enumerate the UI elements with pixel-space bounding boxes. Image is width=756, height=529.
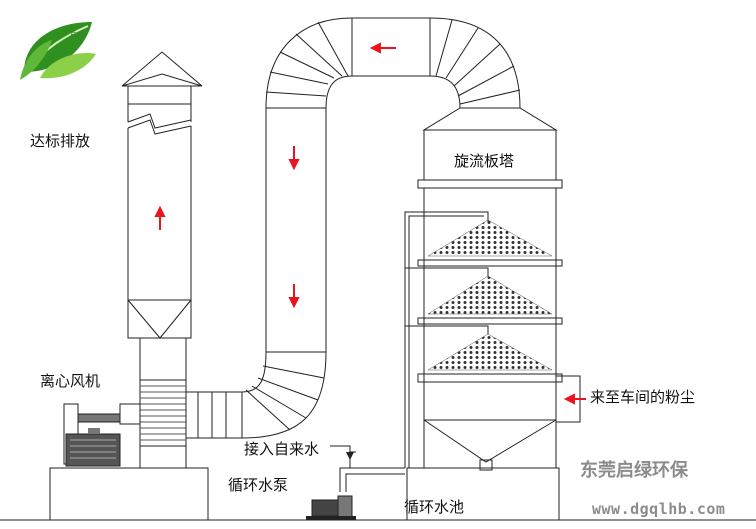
flow-arrows	[154, 42, 586, 405]
label-water-inlet: 接入自来水	[244, 440, 320, 458]
spin-plate-beds	[427, 219, 553, 371]
arrow-left-icon	[563, 393, 586, 405]
leaf-logo-icon	[20, 22, 96, 80]
centrifugal-fan	[63, 379, 187, 465]
label-exhaust: 达标排放	[30, 132, 91, 150]
arrow-down-icon	[288, 284, 300, 309]
label-pump: 循环水泵	[228, 476, 289, 494]
spray-piping	[339, 211, 489, 492]
label-dust-inlet: 来至车间的粉尘	[590, 388, 696, 406]
arrow-left-icon	[369, 42, 396, 54]
ground-base	[0, 467, 756, 521]
spin-plate-tower	[417, 107, 581, 471]
label-tower: 旋流板塔	[454, 152, 515, 170]
pump-icon	[306, 495, 356, 521]
label-pool: 循环水池	[404, 498, 465, 516]
exhaust-stack	[121, 51, 203, 468]
water-inlet-pipe	[330, 445, 354, 460]
company-website: www.dgqlhb.com	[592, 500, 726, 518]
arrow-down-icon	[288, 146, 300, 171]
top-arch-duct	[265, 17, 521, 109]
arrow-up-icon	[154, 205, 166, 230]
motor-icon	[65, 428, 121, 467]
down-duct	[241, 107, 327, 439]
label-fan: 离心风机	[40, 372, 101, 390]
company-name: 东莞启绿环保	[580, 460, 688, 481]
logo-text: 启绿	[70, 31, 86, 40]
fan-outlet-duct	[185, 391, 243, 439]
